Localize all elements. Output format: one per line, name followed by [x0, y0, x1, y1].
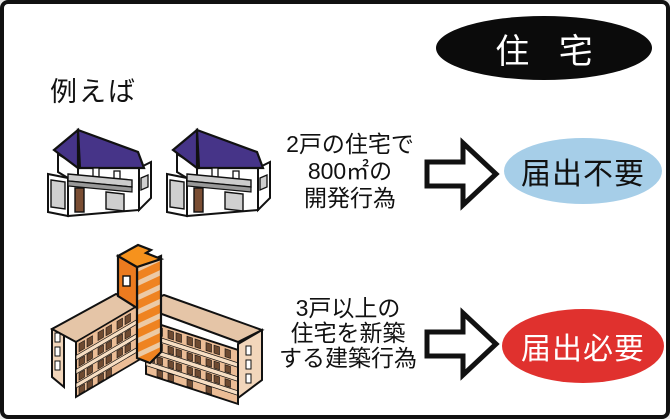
case-1-description: 2戸の住宅で 800㎡の 開発行為 [262, 131, 438, 212]
result-required-badge: 届出必要 [502, 309, 664, 383]
right-wing [137, 293, 265, 406]
case-1-line-2: 800㎡の [307, 158, 393, 184]
house-2 [166, 127, 271, 218]
case-2-line-3: する建築行為 [279, 345, 417, 371]
case-1-line-1: 2戸の住宅で [286, 131, 414, 157]
result-not-required-badge: 届出不要 [504, 138, 662, 204]
case-2-line-1: 3戸以上の [295, 295, 401, 321]
left-wing [49, 292, 143, 399]
house-1 [47, 127, 152, 218]
two-houses-icon [47, 127, 271, 218]
right-arrow-icon [424, 307, 500, 381]
intro-label: 例えば [50, 77, 137, 107]
right-arrow-icon [424, 137, 500, 211]
case-2-description: 3戸以上の 住宅を新築 する建築行為 [256, 296, 440, 371]
central-tower [115, 243, 165, 365]
case-1-line-3: 開発行為 [304, 185, 396, 211]
housing-category-badge: 住 宅 [436, 16, 652, 80]
apartment-building-icon [49, 243, 265, 406]
case-2-line-2: 住宅を新築 [290, 320, 406, 346]
